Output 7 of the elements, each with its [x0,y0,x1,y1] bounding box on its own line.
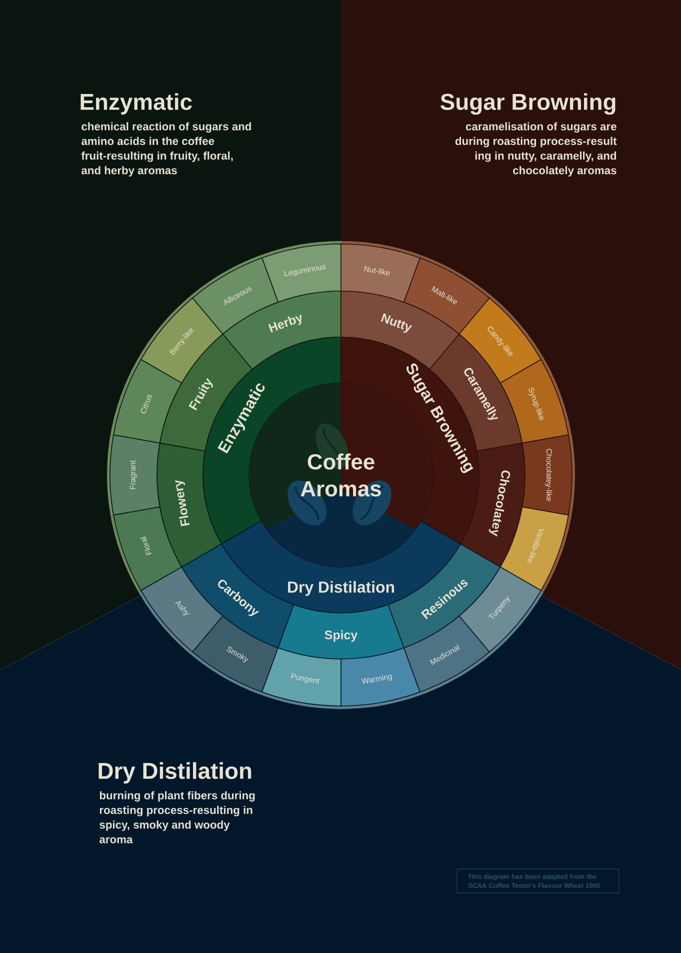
description: burning of plant fibers during roasting process-resulting in spicy, smoky and woody aroma [100,791,255,844]
heading: Dry Distilation [98,762,252,784]
heading: Enzymatic [80,93,192,115]
heading: Sugar Browning [440,93,616,115]
wheel-segment: Spicy [278,604,404,660]
description: caramelisation of sugars are during roasting process-result ing in nutty, caramelly, and chocolately aromas [455,122,617,177]
description: chemical reaction of sugars and amino acids in the coffee fruit-resulting in fruity, floral, and herby aromas [81,122,251,177]
